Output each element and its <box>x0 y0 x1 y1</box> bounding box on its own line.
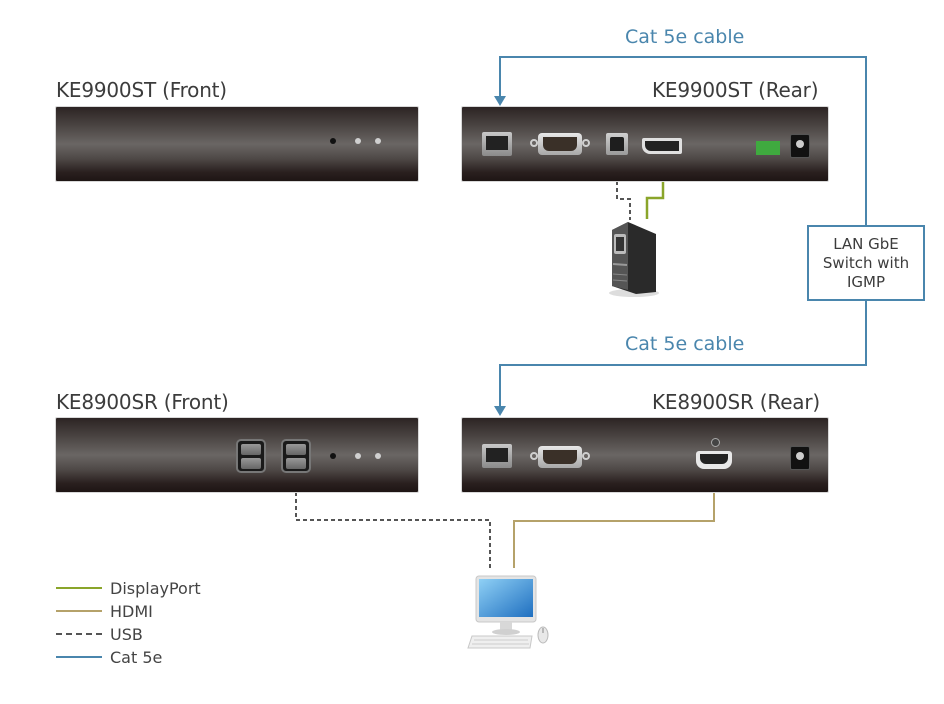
usb-b-port-icon <box>606 133 628 155</box>
led-icon <box>355 453 361 459</box>
led-icon <box>355 138 361 144</box>
ke8900sr-front-label: KE8900SR (Front) <box>56 390 229 414</box>
cat5e-cable-bottom <box>499 300 867 408</box>
serial-port-icon <box>530 133 590 155</box>
displayport-port-icon <box>642 138 682 154</box>
switch-line-1: LAN GbE <box>833 235 899 253</box>
ke9900st-rear-panel <box>462 107 828 181</box>
rj45-port-icon <box>482 132 512 156</box>
usb-swatch <box>56 633 102 635</box>
desktop-computer-icon <box>467 575 549 649</box>
usb-cable-rx <box>295 478 491 568</box>
cat5e-cable-label-top: Cat 5e cable <box>625 26 745 48</box>
power-jack-icon <box>790 134 810 158</box>
terminal-block-icon <box>756 141 780 155</box>
legend-label: Cat 5e <box>110 647 163 667</box>
legend-label: HDMI <box>110 601 153 621</box>
switch-line-3: IGMP <box>846 273 886 291</box>
cat5e-arrow-top <box>494 96 506 106</box>
ke8900sr-rear-panel <box>462 418 828 492</box>
displayport-swatch <box>56 587 102 589</box>
led-icon <box>330 453 336 459</box>
cat5e-arrow-bottom <box>494 406 506 416</box>
hdmi-port-icon <box>696 451 732 469</box>
cat5e-cable-label-bottom: Cat 5e cable <box>625 333 745 355</box>
legend-item-hdmi: HDMI <box>56 600 153 622</box>
legend-item-cat5e: Cat 5e <box>56 646 162 668</box>
indicator-icon <box>711 438 720 447</box>
ke9900st-front-label: KE9900ST (Front) <box>56 78 227 102</box>
pc-tower-icon <box>609 222 659 297</box>
ke9900st-front-panel <box>56 107 418 181</box>
power-jack-icon <box>790 446 810 470</box>
rj45-port-icon <box>482 444 512 468</box>
led-icon <box>330 138 336 144</box>
usb-a-port-icon <box>236 439 266 473</box>
ke9900st-rear-label: KE9900ST (Rear) <box>652 78 819 102</box>
switch-line-2: Switch with <box>822 254 910 272</box>
led-icon <box>375 138 381 144</box>
ke8900sr-front-panel <box>56 418 418 492</box>
ke8900sr-rear-label: KE8900SR (Rear) <box>652 390 820 414</box>
usb-a-port-icon <box>281 439 311 473</box>
legend-item-usb: USB <box>56 623 143 645</box>
cat5e-swatch <box>56 656 102 658</box>
cat5e-cable-top <box>499 56 867 225</box>
lan-switch-box: LAN GbE Switch with IGMP <box>807 225 925 301</box>
serial-port-icon <box>530 446 590 468</box>
hdmi-cable <box>513 480 715 568</box>
legend-label: USB <box>110 624 143 644</box>
led-icon <box>375 453 381 459</box>
legend-item-displayport: DisplayPort <box>56 577 201 599</box>
hdmi-swatch <box>56 610 102 612</box>
usb-cable-tx <box>616 160 631 220</box>
legend-label: DisplayPort <box>110 578 201 598</box>
